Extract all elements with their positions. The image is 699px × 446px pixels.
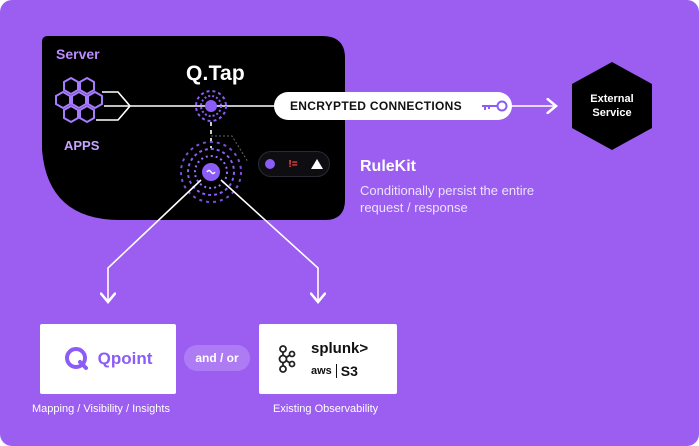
server-label: Server — [56, 46, 100, 62]
qtap-node — [195, 90, 227, 122]
rulekit-title: RuleKit — [360, 158, 416, 175]
qpoint-card: Qpoint — [40, 324, 176, 394]
existing-observability-card: splunk> aws S3 — [259, 324, 397, 394]
observability-logos: splunk> aws S3 — [311, 340, 368, 379]
qtap-title: Q.Tap — [186, 62, 245, 85]
qpoint-caption: Mapping / Visibility / Insights — [32, 403, 170, 415]
aws-s3-logo: aws S3 — [311, 363, 358, 379]
and-or-pill: and / or — [184, 345, 250, 371]
s3-label: S3 — [340, 362, 358, 379]
logo-divider — [335, 363, 337, 378]
external-service-label: External Service — [572, 92, 652, 120]
key-icon — [480, 100, 508, 112]
triangle-icon — [310, 159, 323, 169]
qpoint-name: Qpoint — [97, 349, 153, 368]
rulekit-description: Conditionally persist the entire request… — [360, 182, 534, 216]
qpoint-logo-icon — [64, 346, 90, 372]
operator-label: != — [288, 158, 298, 170]
circle-icon — [265, 159, 276, 169]
rule-condition-pill: != — [258, 151, 330, 177]
rulekit-desc-line2: request / response — [360, 200, 468, 215]
existing-observability-caption: Existing Observability — [273, 403, 379, 415]
apps-hexagons-icon — [55, 76, 103, 124]
external-service-line1: External — [590, 93, 634, 105]
external-service-line2: Service — [592, 107, 632, 119]
apps-label: APPS — [64, 138, 100, 153]
kafka-icon — [275, 344, 297, 374]
encrypted-connections-label: ENCRYPTED CONNECTIONS — [290, 99, 462, 113]
external-service-hexagon — [572, 62, 652, 150]
encrypted-connections-pill: ENCRYPTED CONNECTIONS — [274, 92, 512, 120]
rulekit-desc-line1: Conditionally persist the entire — [360, 183, 535, 198]
splunk-logo: splunk> — [311, 339, 369, 357]
aws-label: aws — [311, 364, 332, 377]
rulekit-node — [180, 141, 242, 203]
